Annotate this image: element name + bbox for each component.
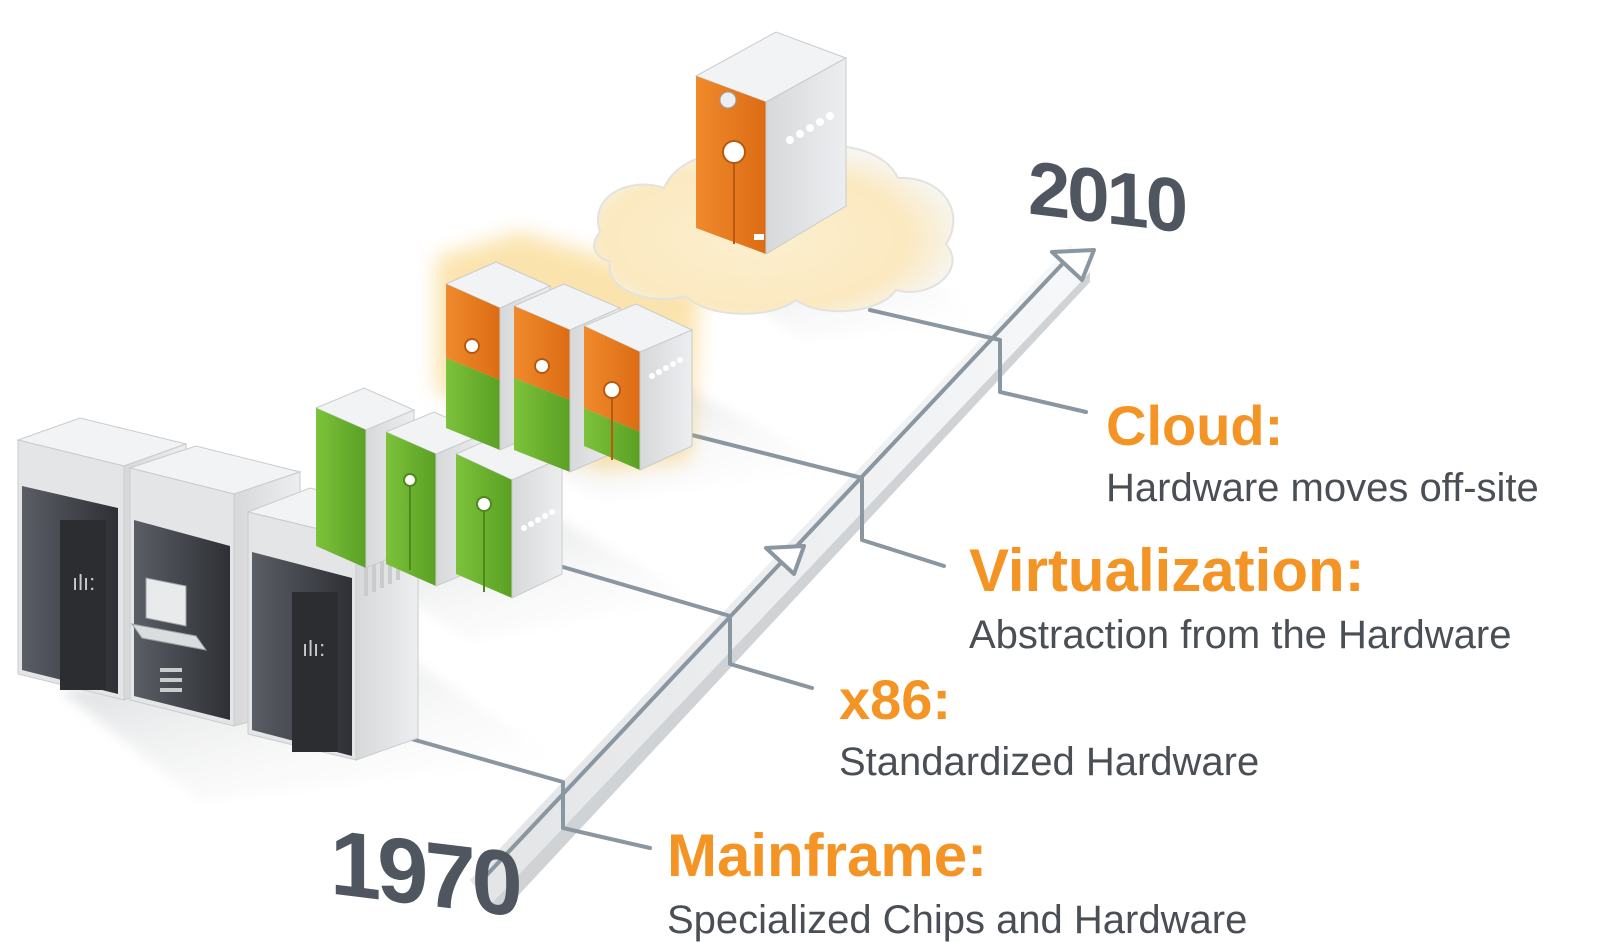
- connector-virtualization: [678, 430, 946, 568]
- era-virtualization: Virtualization: Abstraction from the Har…: [969, 537, 1512, 657]
- server-tower-icon: [582, 303, 694, 471]
- server-tower-icon: [694, 31, 848, 255]
- era-description: Hardware moves off-site: [1106, 466, 1539, 510]
- virtualization-servers: [436, 232, 700, 473]
- era-cloud: Cloud: Hardware moves off-site: [1106, 394, 1539, 510]
- era-description: Specialized Chips and Hardware: [667, 898, 1248, 942]
- start-year: 1970: [330, 811, 519, 937]
- timeline-platform: [470, 245, 1090, 915]
- svg-text:ılı:: ılı:: [72, 570, 95, 595]
- era-title: Mainframe:: [667, 822, 988, 889]
- x86-servers: [314, 387, 564, 599]
- mainframe-icon: ılı: ılı:: [16, 417, 420, 761]
- arrowhead-icon: [764, 544, 806, 576]
- era-mainframe: Mainframe: Specialized Chips and Hardwar…: [667, 822, 1248, 942]
- era-description: Abstraction from the Hardware: [969, 613, 1512, 657]
- end-year: 2010: [1028, 145, 1186, 250]
- connector-mainframe: [378, 728, 652, 850]
- server-tower-icon: [454, 431, 564, 599]
- era-description: Standardized Hardware: [839, 740, 1260, 784]
- era-title: Virtualization:: [969, 537, 1365, 604]
- svg-text:ılı:: ılı:: [302, 636, 325, 661]
- connector-x86: [544, 560, 814, 690]
- era-x86: x86: Standardized Hardware: [839, 668, 1260, 784]
- arrowhead-icon: [1050, 248, 1096, 282]
- timeline-axis: [378, 248, 1096, 882]
- era-title: x86:: [839, 668, 952, 731]
- connector-cloud: [868, 308, 1088, 414]
- era-title: Cloud:: [1106, 394, 1284, 457]
